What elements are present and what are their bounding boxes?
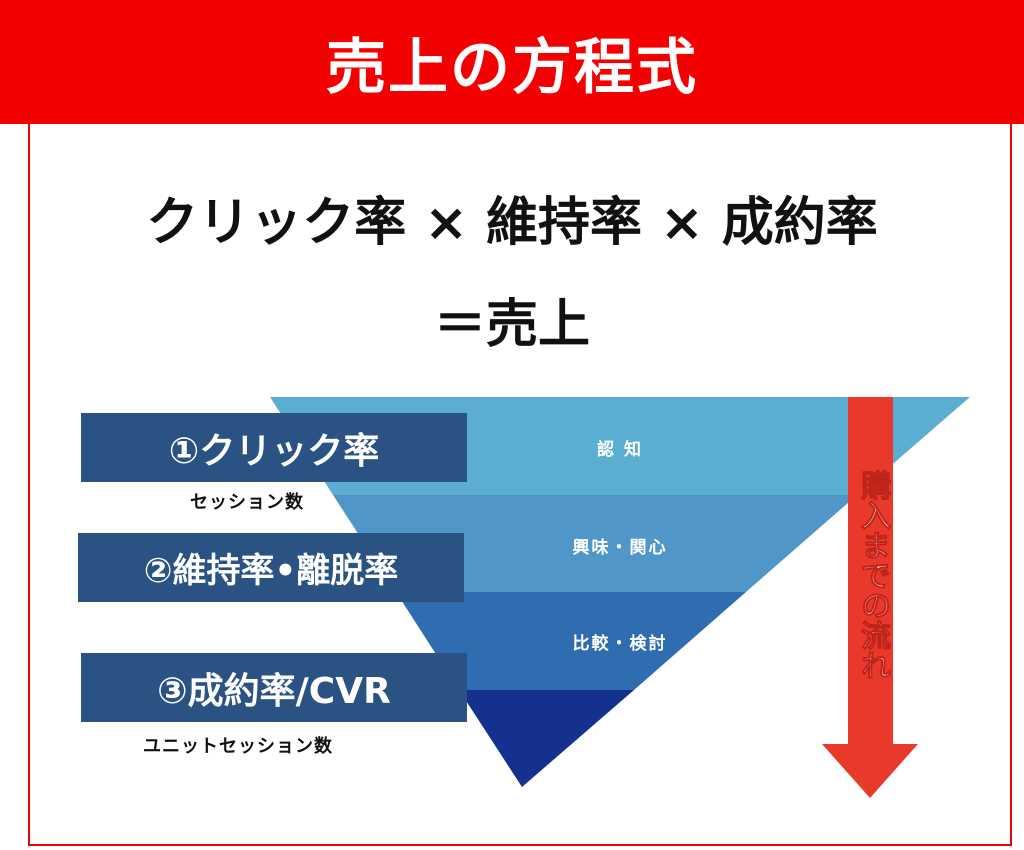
metric-label: ③成約率/CVR bbox=[157, 670, 391, 712]
funnel-stage-purchase bbox=[459, 690, 634, 787]
funnel-stage-interest bbox=[333, 495, 857, 592]
metric-label: ①クリック率 bbox=[168, 430, 380, 472]
metric-box-conversion-rate: ③成約率/CVR bbox=[81, 653, 467, 722]
content-frame bbox=[28, 124, 1012, 846]
arrow-label: 購入までの流れ bbox=[855, 470, 891, 681]
metric-label: ②維持率•離脱率 bbox=[143, 551, 399, 591]
metric-box-retention-rate: ②維持率•離脱率 bbox=[78, 533, 464, 602]
metric-sub: ユニットセッション数 bbox=[143, 736, 333, 757]
page-title: 売上の方程式 bbox=[326, 32, 698, 103]
formula-line-1: クリック率 × 維持率 × 成約率 bbox=[146, 193, 878, 253]
stage-label: 認 知 bbox=[597, 440, 643, 460]
title-banner: 売上の方程式 bbox=[0, 0, 1024, 124]
metric-box-click-rate: ①クリック率 bbox=[81, 413, 467, 482]
stage-label: 比較・検討 bbox=[572, 634, 668, 654]
metric-sub: セッション数 bbox=[190, 492, 304, 513]
stage-label: 購 入 bbox=[597, 732, 643, 752]
stage-label: 興味・関心 bbox=[572, 538, 668, 558]
down-arrow bbox=[822, 397, 918, 798]
funnel-stage-comparison bbox=[396, 592, 746, 690]
formula-line-2: ＝売上 bbox=[433, 295, 590, 355]
